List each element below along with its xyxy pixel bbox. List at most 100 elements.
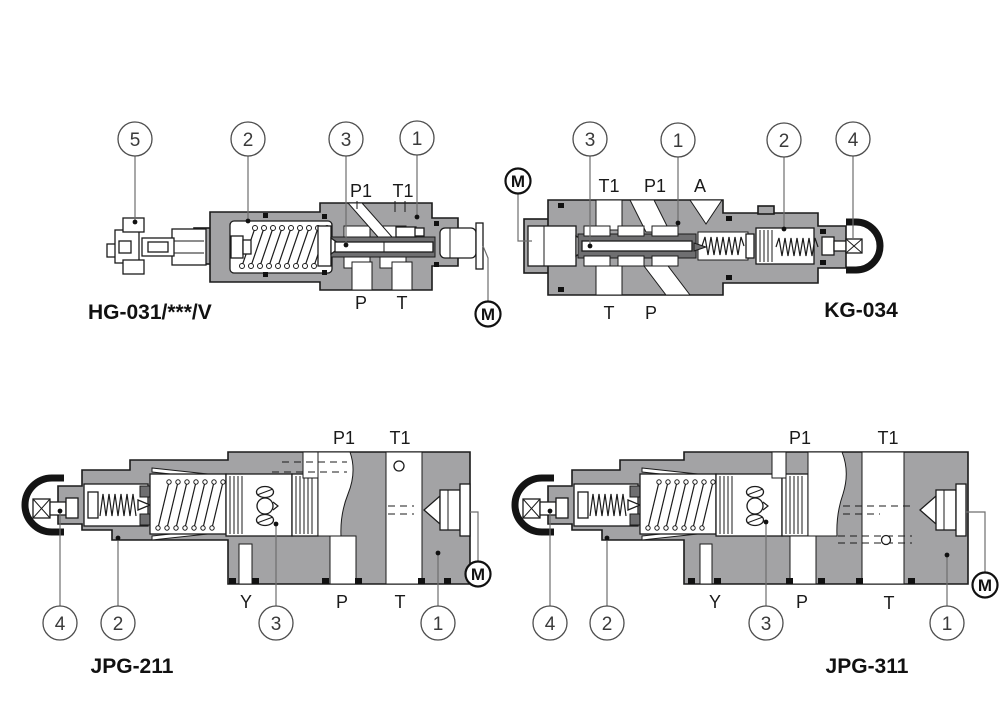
port-label-p1: P1 <box>644 176 666 196</box>
gauge-m-label: M <box>978 576 992 595</box>
callout-balloon-2: 2 <box>766 122 802 158</box>
jpg211-pilot-spring <box>99 493 137 517</box>
callout-number: 1 <box>412 129 423 150</box>
callout-number: 3 <box>271 614 282 635</box>
callout-number: 3 <box>341 130 352 151</box>
hg031-main-spring <box>239 225 330 269</box>
callout-number: 4 <box>848 130 859 151</box>
jpg311-leader-lines <box>547 508 950 606</box>
callout-number: 1 <box>433 614 444 635</box>
callout-balloon-3: 3 <box>258 605 294 641</box>
jpg311-main-spring <box>645 479 716 531</box>
jpg211-valve-drawing <box>21 451 471 585</box>
port-label-p: P <box>796 592 808 612</box>
model-label-jpg211: JPG-211 <box>91 655 174 678</box>
diagram-jpg311: 4 2 3 1 P1 T1 Y P T M JPG-311 <box>511 428 999 678</box>
kg034-p-channel <box>642 265 692 296</box>
kg034-leader-lines <box>587 156 854 249</box>
jpg311-y-channel <box>699 543 713 585</box>
callout-number: 4 <box>55 614 66 635</box>
kg034-a-port <box>689 199 723 225</box>
jpg211-main-spring <box>155 479 226 531</box>
model-label-kg034: KG-034 <box>824 299 898 322</box>
diagram-hg031: 5 2 3 1 P1 T1 P T M HG-031/***/V <box>88 120 502 328</box>
port-label-t1: T1 <box>598 176 619 196</box>
kg034-protective-cap <box>846 218 884 274</box>
model-label-jpg311: JPG-311 <box>826 655 909 678</box>
port-label-t: T <box>604 303 615 323</box>
gauge-m-label: M <box>481 305 495 324</box>
jpg211-seals <box>229 578 451 584</box>
port-label-p1: P1 <box>350 181 372 201</box>
kg034-t-channel <box>595 265 623 296</box>
callout-balloon-4: 4 <box>532 605 568 641</box>
port-label-y: Y <box>709 592 721 612</box>
port-label-t1: T1 <box>392 181 413 201</box>
jpg311-gauge-symbol: M <box>966 511 999 599</box>
diagram-kg034: 3 1 2 4 T1 P1 A T P M KG-034 <box>504 121 898 323</box>
callout-number: 5 <box>130 130 141 151</box>
callout-number: 3 <box>761 614 772 635</box>
jpg211-protective-cap <box>21 474 64 536</box>
jpg211-leader-lines <box>57 508 441 606</box>
jpg211-y-channel <box>238 543 253 585</box>
port-label-p1: P1 <box>789 428 811 448</box>
hg031-t-channel <box>391 261 413 291</box>
jpg311-adjust-screw <box>522 497 569 519</box>
callout-balloon-2: 2 <box>230 121 266 157</box>
callout-balloon-1: 1 <box>399 120 435 156</box>
hg031-seals <box>263 213 439 277</box>
gauge-m-label: M <box>471 565 485 584</box>
kg034-spring-housing <box>755 227 815 265</box>
callout-number: 2 <box>602 614 613 635</box>
jpg211-t-channel <box>385 451 423 585</box>
callout-balloon-5: 5 <box>117 121 153 157</box>
jpg211-adjust-screw <box>32 497 79 519</box>
hg031-p-channel <box>351 261 373 291</box>
port-label-p: P <box>336 592 348 612</box>
port-label-p: P <box>645 303 657 323</box>
callout-number: 1 <box>673 131 684 152</box>
jpg311-p-channel <box>789 535 817 585</box>
port-label-t1: T1 <box>877 428 898 448</box>
callout-number: 2 <box>243 130 254 151</box>
kg034-spring-1 <box>701 236 745 256</box>
jpg311-p1-passage <box>807 451 847 537</box>
hg031-leader-lines <box>132 155 420 248</box>
jpg311-protective-cap <box>511 474 554 536</box>
port-label-t: T <box>884 593 895 613</box>
jpg211-p1-passage <box>317 451 354 537</box>
hg031-end-plug <box>439 227 477 259</box>
kg034-end-plug <box>527 225 577 267</box>
kg034-seals <box>558 203 826 292</box>
kg034-adjust-screw <box>845 238 863 254</box>
port-label-t1: T1 <box>389 428 410 448</box>
jpg311-end-plug <box>935 489 957 531</box>
port-label-t: T <box>397 293 408 313</box>
hg031-valve-drawing <box>106 201 484 291</box>
callout-number: 3 <box>585 130 596 151</box>
kg034-spool <box>581 240 693 252</box>
callout-balloon-2: 2 <box>589 605 625 641</box>
kg034-spring-2 <box>775 237 819 257</box>
hg031-handwheel <box>106 217 207 275</box>
callout-number: 2 <box>779 131 790 152</box>
jpg311-seals <box>688 578 915 584</box>
callout-balloon-1: 1 <box>929 605 965 641</box>
kg034-valve-drawing <box>523 199 884 296</box>
hg031-check-valve <box>395 226 417 238</box>
callout-balloon-3: 3 <box>748 605 784 641</box>
model-label-hg031: HG-031/***/V <box>88 301 212 324</box>
port-label-p1: P1 <box>333 428 355 448</box>
port-label-p: P <box>355 293 367 313</box>
callout-number: 2 <box>113 614 124 635</box>
callout-balloon-3: 3 <box>572 121 608 157</box>
callout-balloon-1: 1 <box>660 122 696 158</box>
diagram-jpg211: 4 2 3 1 P1 T1 Y P T M JPG-211 <box>21 428 492 678</box>
port-label-y: Y <box>240 592 252 612</box>
callout-balloon-3: 3 <box>328 121 364 157</box>
callout-balloon-4: 4 <box>42 605 78 641</box>
jpg311-t-channel <box>861 451 905 585</box>
